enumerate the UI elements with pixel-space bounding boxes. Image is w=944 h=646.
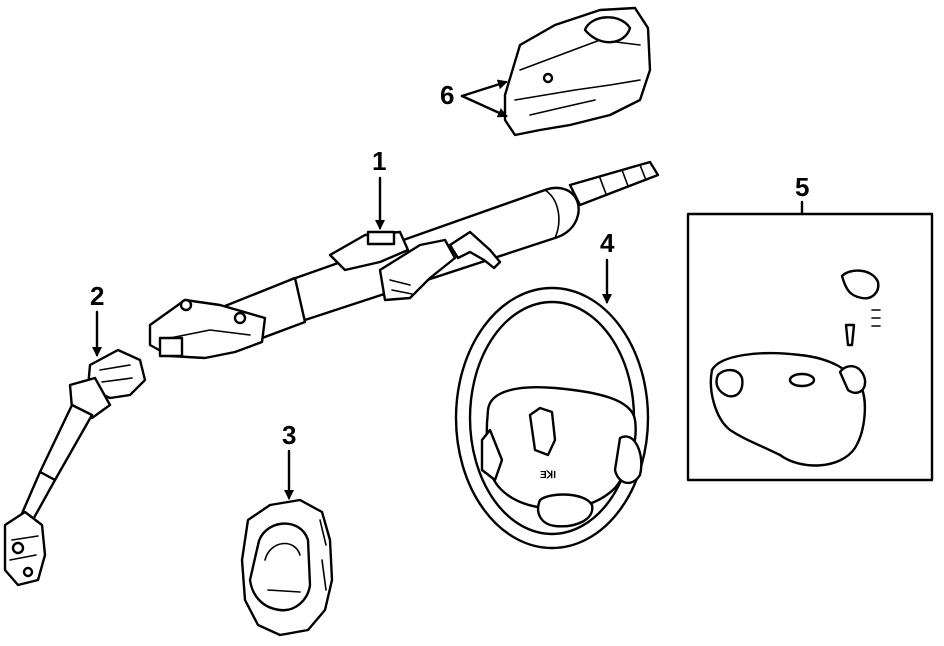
callout-3-label: 3 [282,420,296,450]
svg-text:ƎꓘI: ƎꓘI [540,470,556,481]
callout-4: 4 [600,228,615,304]
callout-6: 6 [440,79,508,118]
callout-1: 1 [372,146,386,230]
callout-6-label: 6 [440,80,454,110]
airbag-module-part[interactable] [709,269,881,467]
airbag-module-box [686,212,934,482]
callout-2-label: 2 [90,281,104,311]
callout-1-label: 1 [372,146,386,176]
steering-wheel-part[interactable]: ƎꓘI [454,286,650,550]
callout-4-label: 4 [600,228,615,258]
callout-5-label: 5 [795,172,809,202]
callout-5: 5 [795,172,809,216]
callout-3: 3 [282,420,296,500]
callout-2: 2 [90,281,104,357]
clock-spring-part[interactable] [240,498,334,637]
intermediate-shaft-part[interactable] [3,348,147,587]
steering-column-part[interactable] [148,160,660,360]
column-cover-part[interactable] [503,6,652,137]
